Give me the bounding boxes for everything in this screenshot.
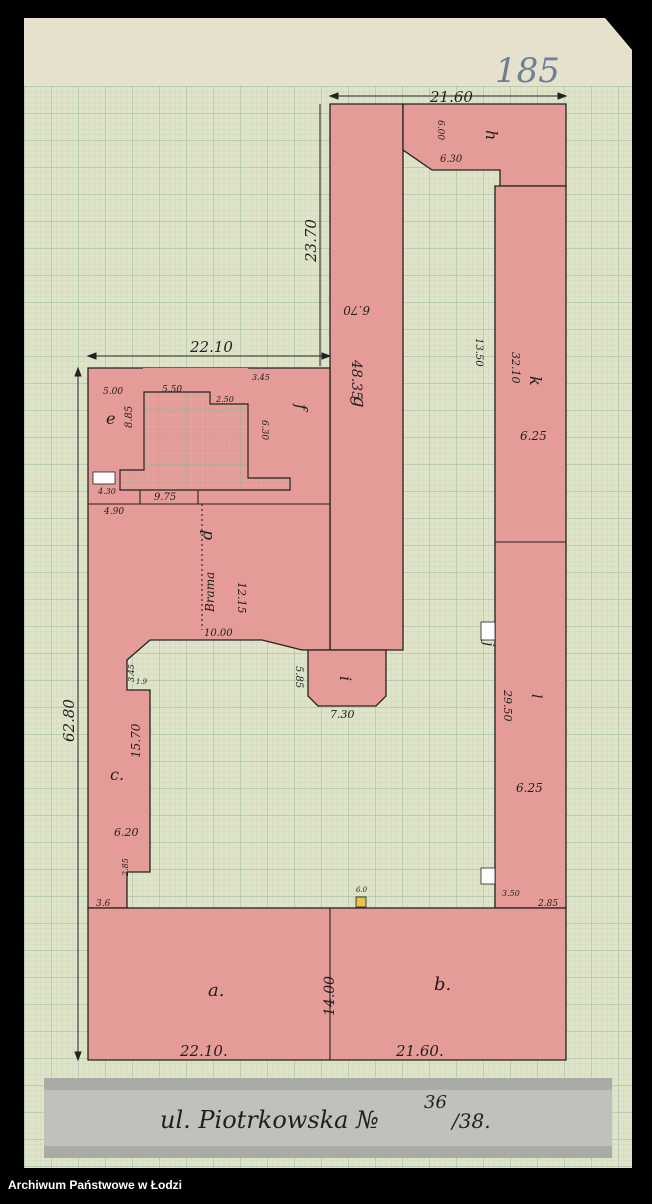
label-k: k [526, 376, 545, 386]
dim-small-d: 3.45 [127, 664, 136, 682]
dim-small-a: 2.50 [215, 395, 234, 404]
caption-strip: ul. Piotrkowska № 36 /38. [44, 1078, 612, 1158]
dimension-lines [74, 92, 568, 1062]
label-g: g [349, 396, 370, 408]
gate-label: Brama [203, 572, 217, 613]
caption-number-top: 36 [424, 1092, 447, 1113]
dim-gate-seg2: 4.90 [103, 507, 124, 517]
dim-vertical-gap: 23.70 [302, 219, 320, 263]
dim-wing-k-length: 32.10 [509, 352, 522, 384]
dim-wing-l-width: 6.25 [516, 781, 543, 795]
dim-small-h: 3.50 [502, 889, 520, 898]
dim-small-f: 3.45 [252, 373, 270, 382]
stairs-bottom [480, 867, 496, 885]
dim-wing-c-width: 6.20 [114, 826, 139, 839]
wing-g [329, 103, 404, 651]
dim-front-depth: 14.00 [322, 976, 338, 1016]
wing-h [402, 103, 567, 187]
caption-number-bottom: /38. [450, 1109, 491, 1133]
label-j: j [480, 639, 496, 647]
dim-bottom-left: 22.10. [179, 1042, 228, 1060]
block-i [307, 649, 387, 707]
label-i: i [336, 676, 355, 681]
stairs-right [480, 621, 496, 641]
dim-gate-seg: 9.75 [154, 492, 176, 503]
internal-lines [88, 185, 566, 1060]
dim-wing-h-width: 6.30 [440, 154, 463, 165]
dim-top-right-width: 21.60 [429, 88, 473, 106]
dim-small-b: 4.30 [97, 487, 116, 496]
label-c: c. [110, 765, 124, 784]
dim-left-wing-width: 22.10 [189, 338, 233, 356]
stairs-left [92, 471, 116, 485]
dim-block-i-h: 5.85 [293, 666, 304, 688]
dim-block-e-h: 8.85 [124, 406, 135, 428]
label-b: b. [434, 974, 451, 995]
gate-letter: d [197, 530, 216, 540]
dim-gate-width: 10.00 [204, 628, 233, 639]
dim-wing-g-width: 6.70 [343, 303, 370, 317]
dim-total-height: 62.80 [60, 699, 78, 742]
inner-courtyard-top [119, 391, 291, 491]
dim-block-f-w: 6.30 [259, 420, 269, 440]
archive-credit: Archiwum Państwowe w Łodzi [8, 1178, 183, 1192]
courtyard [119, 368, 300, 504]
stairs [92, 471, 496, 908]
caption-street: ul. Piotrkowska № [160, 1106, 379, 1134]
label-a: a. [208, 980, 224, 1001]
dim-block-e-w: 5.00 [103, 387, 123, 397]
dim-wing-c-length: 15.70 [129, 723, 143, 758]
wing-ab [87, 907, 567, 1061]
dim-wing-k-inner: 13.50 [473, 338, 484, 367]
dim-block-f-w2: 5.50 [162, 385, 182, 395]
paper-margin [24, 18, 605, 86]
dim-wing-g-length: 48.35 [348, 359, 364, 400]
wing-k [494, 185, 567, 909]
dim-wing-k-width: 6.25 [520, 429, 547, 443]
dim-small-c: 3.6 [96, 899, 111, 909]
dim-small-e: 1.9 [136, 678, 148, 686]
dim-small-i: 2.85 [537, 899, 558, 909]
dim-small-g: 2.85 [121, 858, 130, 877]
dim-bottom-right: 21.60. [395, 1042, 444, 1060]
dim-block-i-w: 7.30 [330, 708, 355, 721]
dim-wing-h-height: 6.00 [435, 120, 445, 140]
label-f: f [292, 403, 311, 413]
dim-small-j: 6.0 [356, 886, 368, 894]
building-footprint [87, 103, 567, 1061]
marker-k [355, 896, 367, 908]
label-l: l [528, 694, 544, 698]
label-h: h [482, 130, 501, 140]
dim-gate-length: 12.15 [235, 582, 248, 614]
label-e: e [106, 409, 115, 428]
dim-wing-l-length: 29.50 [501, 689, 514, 722]
page-number: 185 [495, 51, 560, 91]
